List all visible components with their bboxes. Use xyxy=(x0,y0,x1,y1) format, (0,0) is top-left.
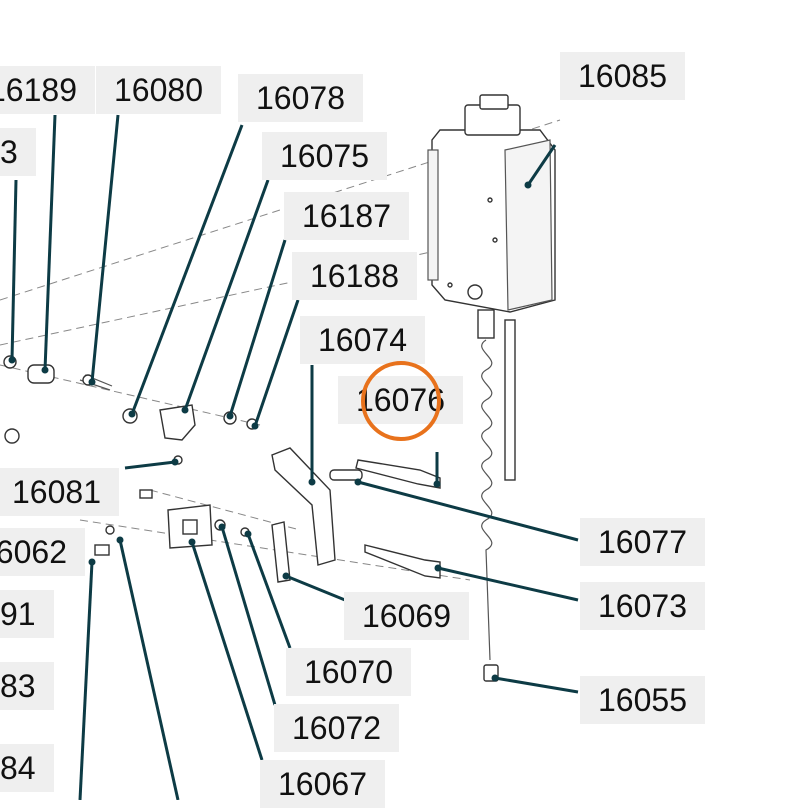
part-label-16081: 16081 xyxy=(0,468,119,516)
part-label-16069: 16069 xyxy=(344,592,469,640)
part-label-partial-3: 3 xyxy=(0,128,36,176)
part-label-16073: 16073 xyxy=(580,582,705,630)
part-label-16067: 16067 xyxy=(260,760,385,808)
part-label-16187: 16187 xyxy=(284,192,409,240)
highlight-circle xyxy=(361,361,441,441)
part-label-partial-83: 83 xyxy=(0,662,54,710)
part-label-16075: 16075 xyxy=(262,132,387,180)
part-label-16070: 16070 xyxy=(286,648,411,696)
leader-lines xyxy=(8,114,579,800)
part-label-16055: 16055 xyxy=(580,676,705,724)
part-label-16188: 16188 xyxy=(292,252,417,300)
part-label-16072: 16072 xyxy=(274,704,399,752)
part-label-partial-91: 91 xyxy=(0,590,54,638)
control-box-part xyxy=(427,94,556,682)
part-label-partial-84: 84 xyxy=(0,744,54,792)
part-label-16078: 16078 xyxy=(238,74,363,122)
part-label-16085: 16085 xyxy=(560,52,685,100)
part-label-16074: 16074 xyxy=(300,316,425,364)
part-label-16080: 16080 xyxy=(96,66,221,114)
small-parts-cluster xyxy=(3,355,441,583)
part-label-16189: 16189 xyxy=(0,66,95,114)
part-label-16077: 16077 xyxy=(580,518,705,566)
